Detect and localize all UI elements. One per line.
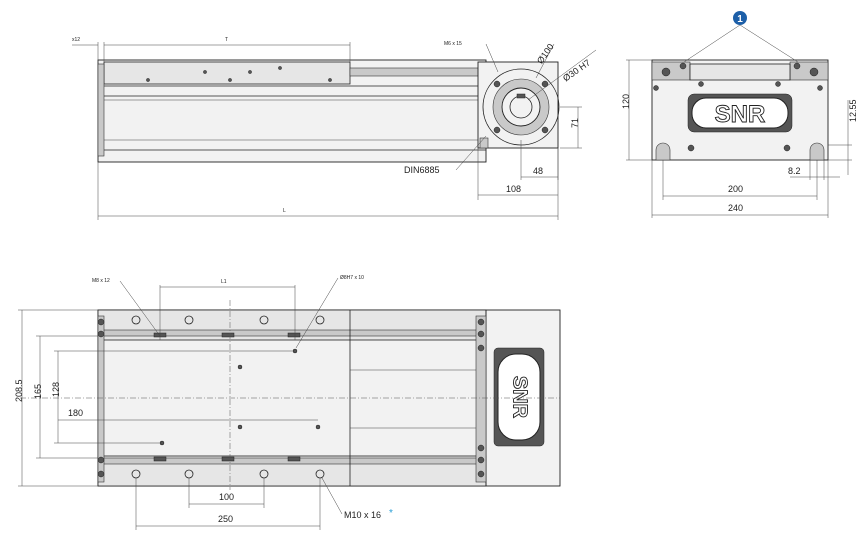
plan-view-logo: SNR: [509, 376, 531, 419]
dim-8-2: 8.2: [788, 166, 801, 176]
dim-108: 108: [506, 184, 521, 194]
dim-165: 165: [33, 384, 43, 399]
dim-L1: L1: [221, 279, 227, 285]
dim-180: 180: [68, 408, 83, 418]
side-view-rail: [349, 67, 487, 77]
plan-view-dimensions: M8 x 12 L1 Ø8H7 x 10 208.5 165 128 180 1…: [14, 275, 393, 530]
dim-240: 240: [728, 203, 743, 213]
label-dia30: Ø30 H7: [561, 57, 592, 83]
dim-x12: x12: [72, 37, 80, 43]
shaft-bore: [501, 87, 541, 127]
side-view: [97, 59, 560, 163]
dim-T: T: [225, 37, 228, 43]
dim-200: 200: [728, 184, 743, 194]
end-view: SNR: [651, 59, 829, 161]
side-view-endcap: [97, 63, 105, 157]
dim-208-5: 208.5: [14, 379, 24, 402]
dim-48: 48: [533, 166, 543, 176]
label-din6885: DIN6885: [404, 165, 440, 175]
dim-L: L: [283, 208, 286, 214]
side-view-carriage: [103, 61, 351, 85]
end-view-logo: SNR: [715, 101, 766, 128]
dim-71: 71: [570, 118, 580, 128]
plan-view: SNR: [20, 300, 561, 490]
callout-number: 1: [737, 14, 743, 25]
label-dowel: Ø8H7 x 10: [340, 275, 364, 281]
label-m10: M10 x 16: [344, 510, 381, 520]
dim-120: 120: [621, 94, 631, 109]
dim-128: 128: [51, 382, 61, 397]
shaft-key: [516, 93, 526, 99]
label-m6: M6 x 15: [444, 41, 462, 47]
dim-250: 250: [218, 514, 233, 524]
callout-badge: [733, 11, 747, 25]
end-view-dimensions: 1 120 12.55 8.2 200 240: [621, 11, 858, 218]
label-m10-star: *: [389, 508, 393, 519]
dim-12-55: 12.55: [848, 99, 858, 122]
label-m8: M8 x 12: [92, 278, 110, 284]
dim-100: 100: [219, 492, 234, 502]
